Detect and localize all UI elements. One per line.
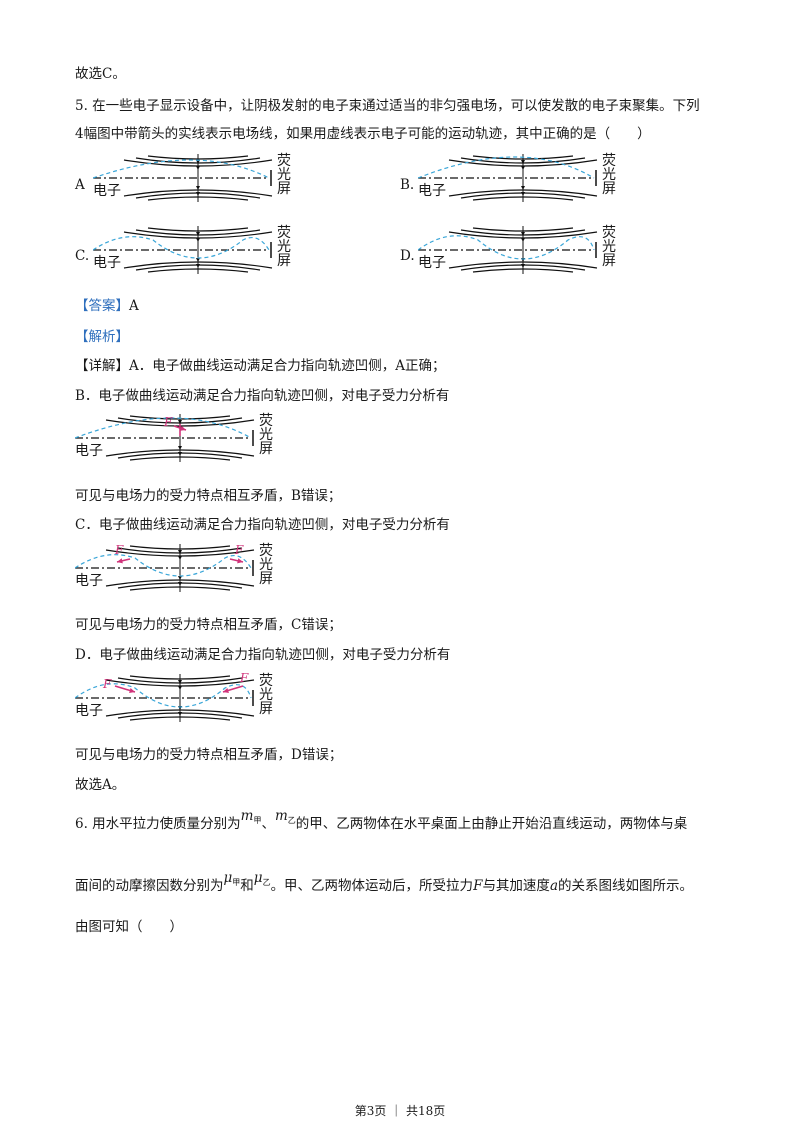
field-diagram [418, 226, 598, 274]
screen-label-char: 光 [277, 167, 291, 183]
figure-a: 电子 荧光屏 [93, 148, 293, 210]
page-footer: 第3页 ｜ 共18页 [354, 1104, 446, 1118]
figure-d: 电子 荧光屏 [418, 220, 618, 282]
screen-label-char: 光 [602, 167, 616, 183]
screen-label-char: 荧 [259, 673, 273, 689]
answer-line: 【答案】A [75, 296, 139, 316]
screen-label-char: 屏 [602, 253, 616, 269]
screen-label-char: 荧 [277, 225, 291, 241]
figure-c: 电子 荧光屏 [93, 220, 293, 282]
trajectory-curve [75, 683, 252, 708]
screen-label-char: 荧 [259, 543, 273, 559]
field-diagram [93, 154, 273, 202]
screen-label: 荧光屏 [259, 674, 273, 716]
mass-jia: m甲 [240, 808, 262, 825]
screen-label-char: 荧 [602, 225, 616, 241]
screen-label-char: 光 [259, 557, 273, 573]
screen-label-char: 屏 [259, 701, 273, 717]
force-arrowhead [129, 687, 135, 693]
electron-label: 电子 [75, 703, 103, 719]
option-label-a: A [75, 177, 85, 193]
conclusion-d: 可见与电场力的受力特点相互矛盾，D错误； [75, 747, 343, 763]
force-label: F [102, 677, 112, 691]
mu-jia: μ甲 [223, 870, 241, 887]
force-label: F [239, 671, 249, 685]
option-label-d: D. [400, 248, 415, 264]
screen-label-char: 屏 [259, 571, 273, 587]
screen-label-char: 荧 [259, 413, 273, 429]
electron-label: 电子 [418, 183, 446, 199]
screen-label-char: 屏 [602, 181, 616, 197]
trajectory-curve [93, 236, 270, 259]
screen-label-char: 光 [259, 427, 273, 443]
screen-label: 荧光屏 [259, 544, 273, 586]
screen-label: 荧光屏 [602, 154, 616, 196]
option-label-c: C. [75, 248, 90, 264]
screen-label: 荧光屏 [259, 414, 273, 456]
screen-label-char: 光 [277, 239, 291, 255]
detail-tag: 【详解】 [75, 358, 129, 374]
electron-label: 电子 [75, 573, 103, 589]
electron-label: 电子 [75, 443, 103, 459]
detail-a-line: 【详解】A．电子做曲线运动满足合力指向轨迹凹侧，A正确； [75, 356, 446, 376]
final-answer: 故选A。 [75, 777, 126, 793]
force-arrowhead [117, 558, 123, 564]
field-diagram [418, 154, 598, 202]
option-label-b: B. [400, 177, 415, 193]
conclusion-b: 可见与电场力的受力特点相互矛盾，B错误； [75, 488, 342, 504]
figure-b: 电子 荧光屏 [418, 148, 618, 210]
trajectory-curve [93, 159, 270, 179]
mu-yi: μ乙 [253, 870, 271, 887]
mass-yi: m乙 [274, 808, 296, 825]
answer-tag: 【答案】 [75, 298, 129, 314]
screen-label-char: 屏 [259, 441, 273, 457]
answer-value: A [129, 298, 139, 314]
question-6-line-3: 由图可知（ ） [75, 919, 183, 935]
electron-label: 电子 [93, 183, 121, 199]
electron-label: 电子 [93, 255, 121, 271]
trajectory-curve [418, 235, 595, 260]
question-6-line-2: 面间的动摩擦因数分别为μ甲和μ乙。甲、乙两物体运动后，所受拉力F与其加速度a的关… [75, 870, 693, 894]
field-diagram [93, 226, 273, 274]
screen-label-char: 屏 [277, 181, 291, 197]
detail-d-text: D．电子做曲线运动满足合力指向轨迹凹侧，对电子受力分析有 [75, 647, 451, 663]
force-arrowhead [237, 558, 243, 564]
question-5-line-2: 4幅图中带箭头的实线表示电场线，如果用虚线表示电子可能的运动轨迹，其中正确的是（… [75, 126, 651, 142]
field-diagram: F [75, 414, 255, 462]
screen-label: 荧光屏 [277, 154, 291, 196]
screen-label-char: 荧 [277, 153, 291, 169]
screen-label: 荧光屏 [602, 226, 616, 268]
screen-label-char: 光 [259, 687, 273, 703]
screen-label: 荧光屏 [277, 226, 291, 268]
figure-analysis-b: F 电子 荧光屏 [75, 408, 275, 470]
detail-a-text: A．电子做曲线运动满足合力指向轨迹凹侧，A正确； [129, 358, 446, 374]
force-arrowhead [223, 687, 229, 693]
question-6-line-1: 6. 用水平拉力使质量分别为m甲、m乙的甲、乙两物体在水平桌面上由静止开始沿直线… [75, 808, 688, 832]
screen-label-char: 屏 [277, 253, 291, 269]
question-5-line-1: 5. 在一些电子显示设备中，让阴极发射的电子束通过适当的非匀强电场，可以使发散的… [75, 98, 700, 114]
detail-c-text: C．电子做曲线运动满足合力指向轨迹凹侧，对电子受力分析有 [75, 517, 450, 533]
detail-b-text: B．电子做曲线运动满足合力指向轨迹凹侧，对电子受力分析有 [75, 388, 450, 404]
force-label: F [234, 543, 244, 557]
force-label: F [114, 543, 124, 557]
text-line: 故选C。 [75, 66, 126, 82]
trajectory-curve [418, 156, 595, 179]
screen-label-char: 光 [602, 239, 616, 255]
analysis-tag: 【解析】 [75, 329, 129, 345]
force-arrowhead [180, 425, 186, 431]
electron-label: 电子 [418, 255, 446, 271]
trajectory-curve [75, 554, 252, 577]
force-label: F [163, 415, 173, 429]
conclusion-c: 可见与电场力的受力特点相互矛盾，C错误； [75, 617, 342, 633]
trajectory-curve [75, 417, 252, 439]
screen-label-char: 荧 [602, 153, 616, 169]
